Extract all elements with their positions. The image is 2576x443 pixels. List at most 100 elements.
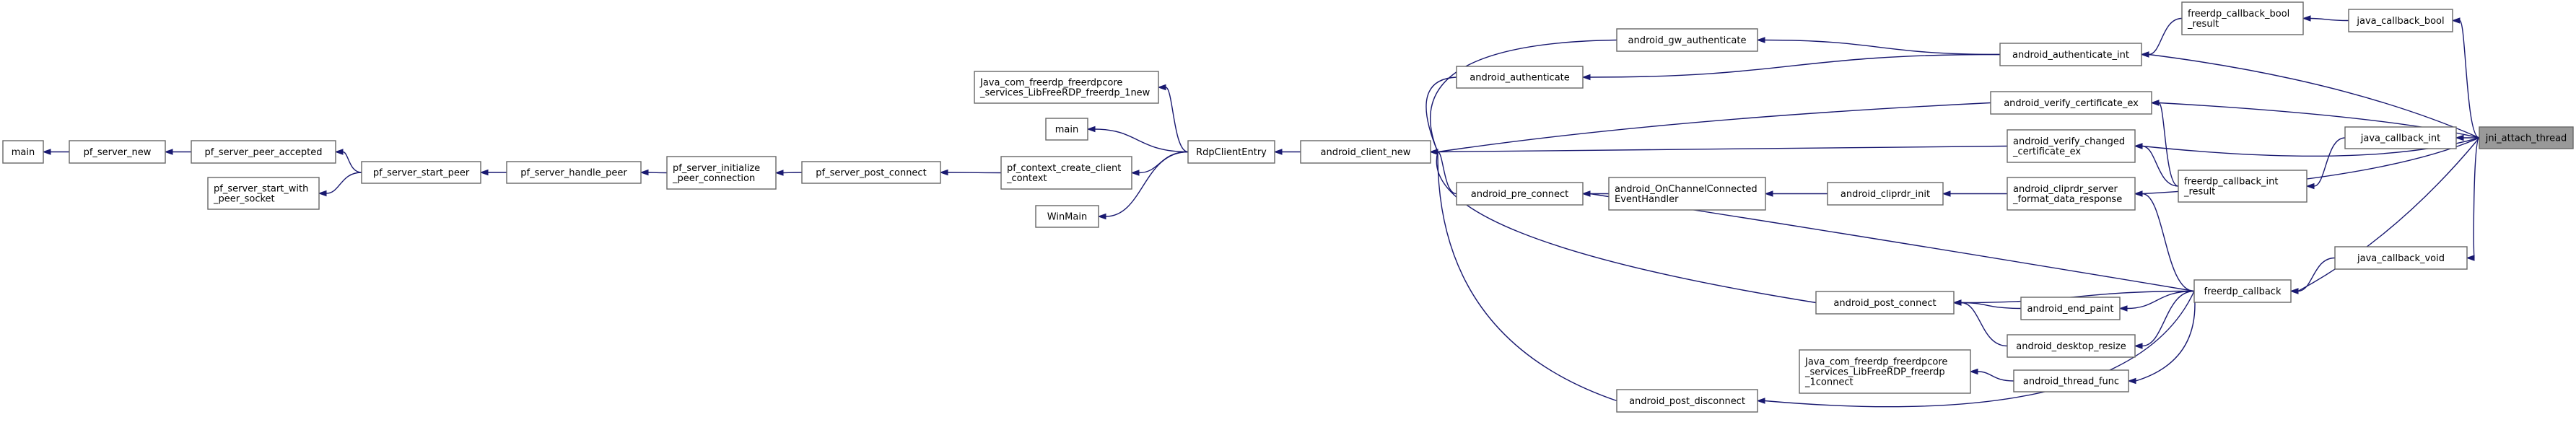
edge-arrowhead	[2451, 17, 2461, 24]
node-android-gw-authenticate[interactable]: android_gw_authenticate	[1616, 28, 1758, 52]
edge-rdpcliententry-to-winmain	[1105, 151, 1189, 217]
node-box[interactable]	[2007, 177, 2136, 211]
node-box[interactable]	[1799, 349, 1971, 394]
edge-arrowhead	[2305, 183, 2315, 190]
node-box[interactable]	[2193, 279, 2292, 303]
node-box[interactable]	[1045, 118, 1088, 141]
node-pf-server-peer-accepted[interactable]: pf_server_peer_accepted	[191, 140, 336, 164]
edge-freerdp-callback-bool-result-to-android-authenticate-int	[2148, 17, 2183, 56]
node-box[interactable]	[1035, 205, 1099, 228]
node-android-cliprdr-server-format-data-response[interactable]: android_cliprdr_server_format_data_respo…	[2007, 177, 2136, 211]
node-box[interactable]	[506, 161, 642, 184]
edge-arrowhead	[1756, 398, 1765, 404]
node-box[interactable]	[2020, 297, 2121, 320]
node-label: android_thread_func	[2023, 377, 2119, 387]
node-android-cliprdr-init[interactable]: android_cliprdr_init	[1827, 182, 1944, 206]
node-box[interactable]	[2344, 126, 2457, 149]
node-android-verify-certificate-ex[interactable]: android_verify_certificate_ex	[1990, 91, 2152, 115]
edge-android-desktop-resize-to-android-post-connect	[1960, 302, 2008, 347]
node-box[interactable]	[801, 161, 941, 184]
node-box[interactable]	[361, 161, 481, 184]
node-label: jni_attach_thread	[2485, 133, 2567, 144]
node-pf-server-start-peer[interactable]: pf_server_start_peer	[361, 161, 481, 184]
edge-arrowhead	[639, 169, 649, 176]
node-label: android_gw_authenticate	[1628, 35, 1747, 46]
node-label: Java_com_freerdp_freerdpcore	[979, 78, 1122, 89]
edge-android-authenticate-int-to-android-authenticate	[1589, 53, 2001, 78]
node-pf-server-start-with-peer-socket[interactable]: pf_server_start_with_peer_socket	[207, 177, 320, 210]
node-label: _context	[1006, 173, 1047, 184]
edge-arrowhead	[1764, 190, 1773, 197]
node-box[interactable]	[2479, 126, 2574, 149]
node-pf-server-new[interactable]: pf_server_new	[69, 140, 166, 164]
node-box[interactable]	[2013, 369, 2129, 392]
node-android-client-new[interactable]: android_client_new	[1300, 140, 1431, 164]
node-android-authenticate[interactable]: android_authenticate	[1456, 66, 1584, 89]
edge-java-callback-int-to-freerdp-callback-int-result	[2313, 137, 2346, 187]
edge-arrowhead	[42, 149, 51, 155]
edge-arrowhead	[1581, 74, 1591, 81]
node-box[interactable]	[69, 140, 166, 164]
node-box[interactable]	[207, 177, 320, 210]
node-box[interactable]	[2007, 334, 2136, 358]
node-box[interactable]	[1000, 156, 1132, 190]
edge-arrowhead	[334, 149, 344, 155]
edge-jni-attach-thread-to-java-callback-void	[2473, 137, 2480, 259]
node-java-callback-int[interactable]: java_callback_int	[2344, 126, 2457, 149]
node-java-callback-bool[interactable]: java_callback_bool	[2348, 9, 2453, 32]
node-box[interactable]	[1616, 389, 1758, 413]
node-android-end-paint[interactable]: android_end_paint	[2020, 297, 2121, 320]
node-box[interactable]	[666, 156, 777, 190]
node-label: android_desktop_resize	[2016, 341, 2126, 352]
node-label: freerdp_callback_bool	[2188, 9, 2289, 19]
node-java-new[interactable]: Java_com_freerdp_freerdpcore_services_Li…	[974, 71, 1159, 104]
node-pf-server-handle-peer[interactable]: pf_server_handle_peer	[506, 161, 642, 184]
node-freerdp-callback[interactable]: freerdp_callback	[2193, 279, 2292, 303]
node-android-verify-changed-certificate-ex[interactable]: android_verify_changed_certificate_ex	[2007, 129, 2136, 163]
node-freerdp-callback-bool-result[interactable]: freerdp_callback_bool_result	[2181, 1, 2304, 35]
node-label: pf_server_new	[84, 147, 152, 158]
node-box[interactable]	[1827, 182, 1944, 206]
node-box[interactable]	[1815, 291, 1955, 315]
node-java-connect[interactable]: Java_com_freerdp_freerdpcore_services_Li…	[1799, 349, 1971, 394]
edge-arrowhead	[164, 149, 173, 155]
node-box[interactable]	[1456, 182, 1584, 206]
node-box[interactable]	[2007, 129, 2136, 163]
node-box[interactable]	[2181, 1, 2304, 35]
node-box[interactable]	[2178, 170, 2308, 203]
node-box[interactable]	[2334, 246, 2468, 270]
node-android-thread-func[interactable]: android_thread_func	[2013, 369, 2129, 392]
node-android-post-connect[interactable]: android_post_connect	[1815, 291, 1955, 315]
node-java-callback-void[interactable]: java_callback_void	[2334, 246, 2468, 270]
node-freerdp-callback-int-result[interactable]: freerdp_callback_int_result	[2178, 170, 2308, 203]
node-box[interactable]	[2, 140, 44, 164]
node-box[interactable]	[1456, 66, 1584, 89]
node-main1[interactable]: main	[2, 140, 44, 164]
node-android-desktop-resize[interactable]: android_desktop_resize	[2007, 334, 2136, 358]
node-box[interactable]	[1999, 43, 2142, 66]
node-android-pre-connect[interactable]: android_pre_connect	[1456, 182, 1584, 206]
node-jni-attach-thread[interactable]: jni_attach_thread	[2479, 126, 2574, 149]
edge-jni-attach-thread-to-freerdp-callback	[2297, 137, 2480, 292]
node-box[interactable]	[1187, 140, 1275, 164]
node-box[interactable]	[1616, 28, 1758, 52]
node-box[interactable]	[1990, 91, 2152, 115]
node-box[interactable]	[974, 71, 1159, 104]
node-main2[interactable]: main	[1045, 118, 1088, 141]
edge-android-authenticate-to-android-client-new	[1425, 76, 1457, 152]
node-box[interactable]	[2348, 9, 2453, 32]
node-label: android_pre_connect	[1471, 189, 1568, 200]
node-box[interactable]	[1608, 177, 1766, 211]
node-label: _format_data_response	[2012, 194, 2122, 205]
node-pf-context-create-client-context[interactable]: pf_context_create_client_context	[1000, 156, 1132, 190]
node-box[interactable]	[191, 140, 336, 164]
node-pf-server-initialize-peer-connection[interactable]: pf_server_initialize_peer_connection	[666, 156, 777, 190]
node-box[interactable]	[1300, 140, 1431, 164]
node-pf-server-post-connect[interactable]: pf_server_post_connect	[801, 161, 941, 184]
node-winmain[interactable]: WinMain	[1035, 205, 1099, 228]
node-android-post-disconnect[interactable]: android_post_disconnect	[1616, 389, 1758, 413]
node-rdpcliententry[interactable]: RdpClientEntry	[1187, 140, 1275, 164]
node-android-authenticate-int[interactable]: android_authenticate_int	[1999, 43, 2142, 66]
